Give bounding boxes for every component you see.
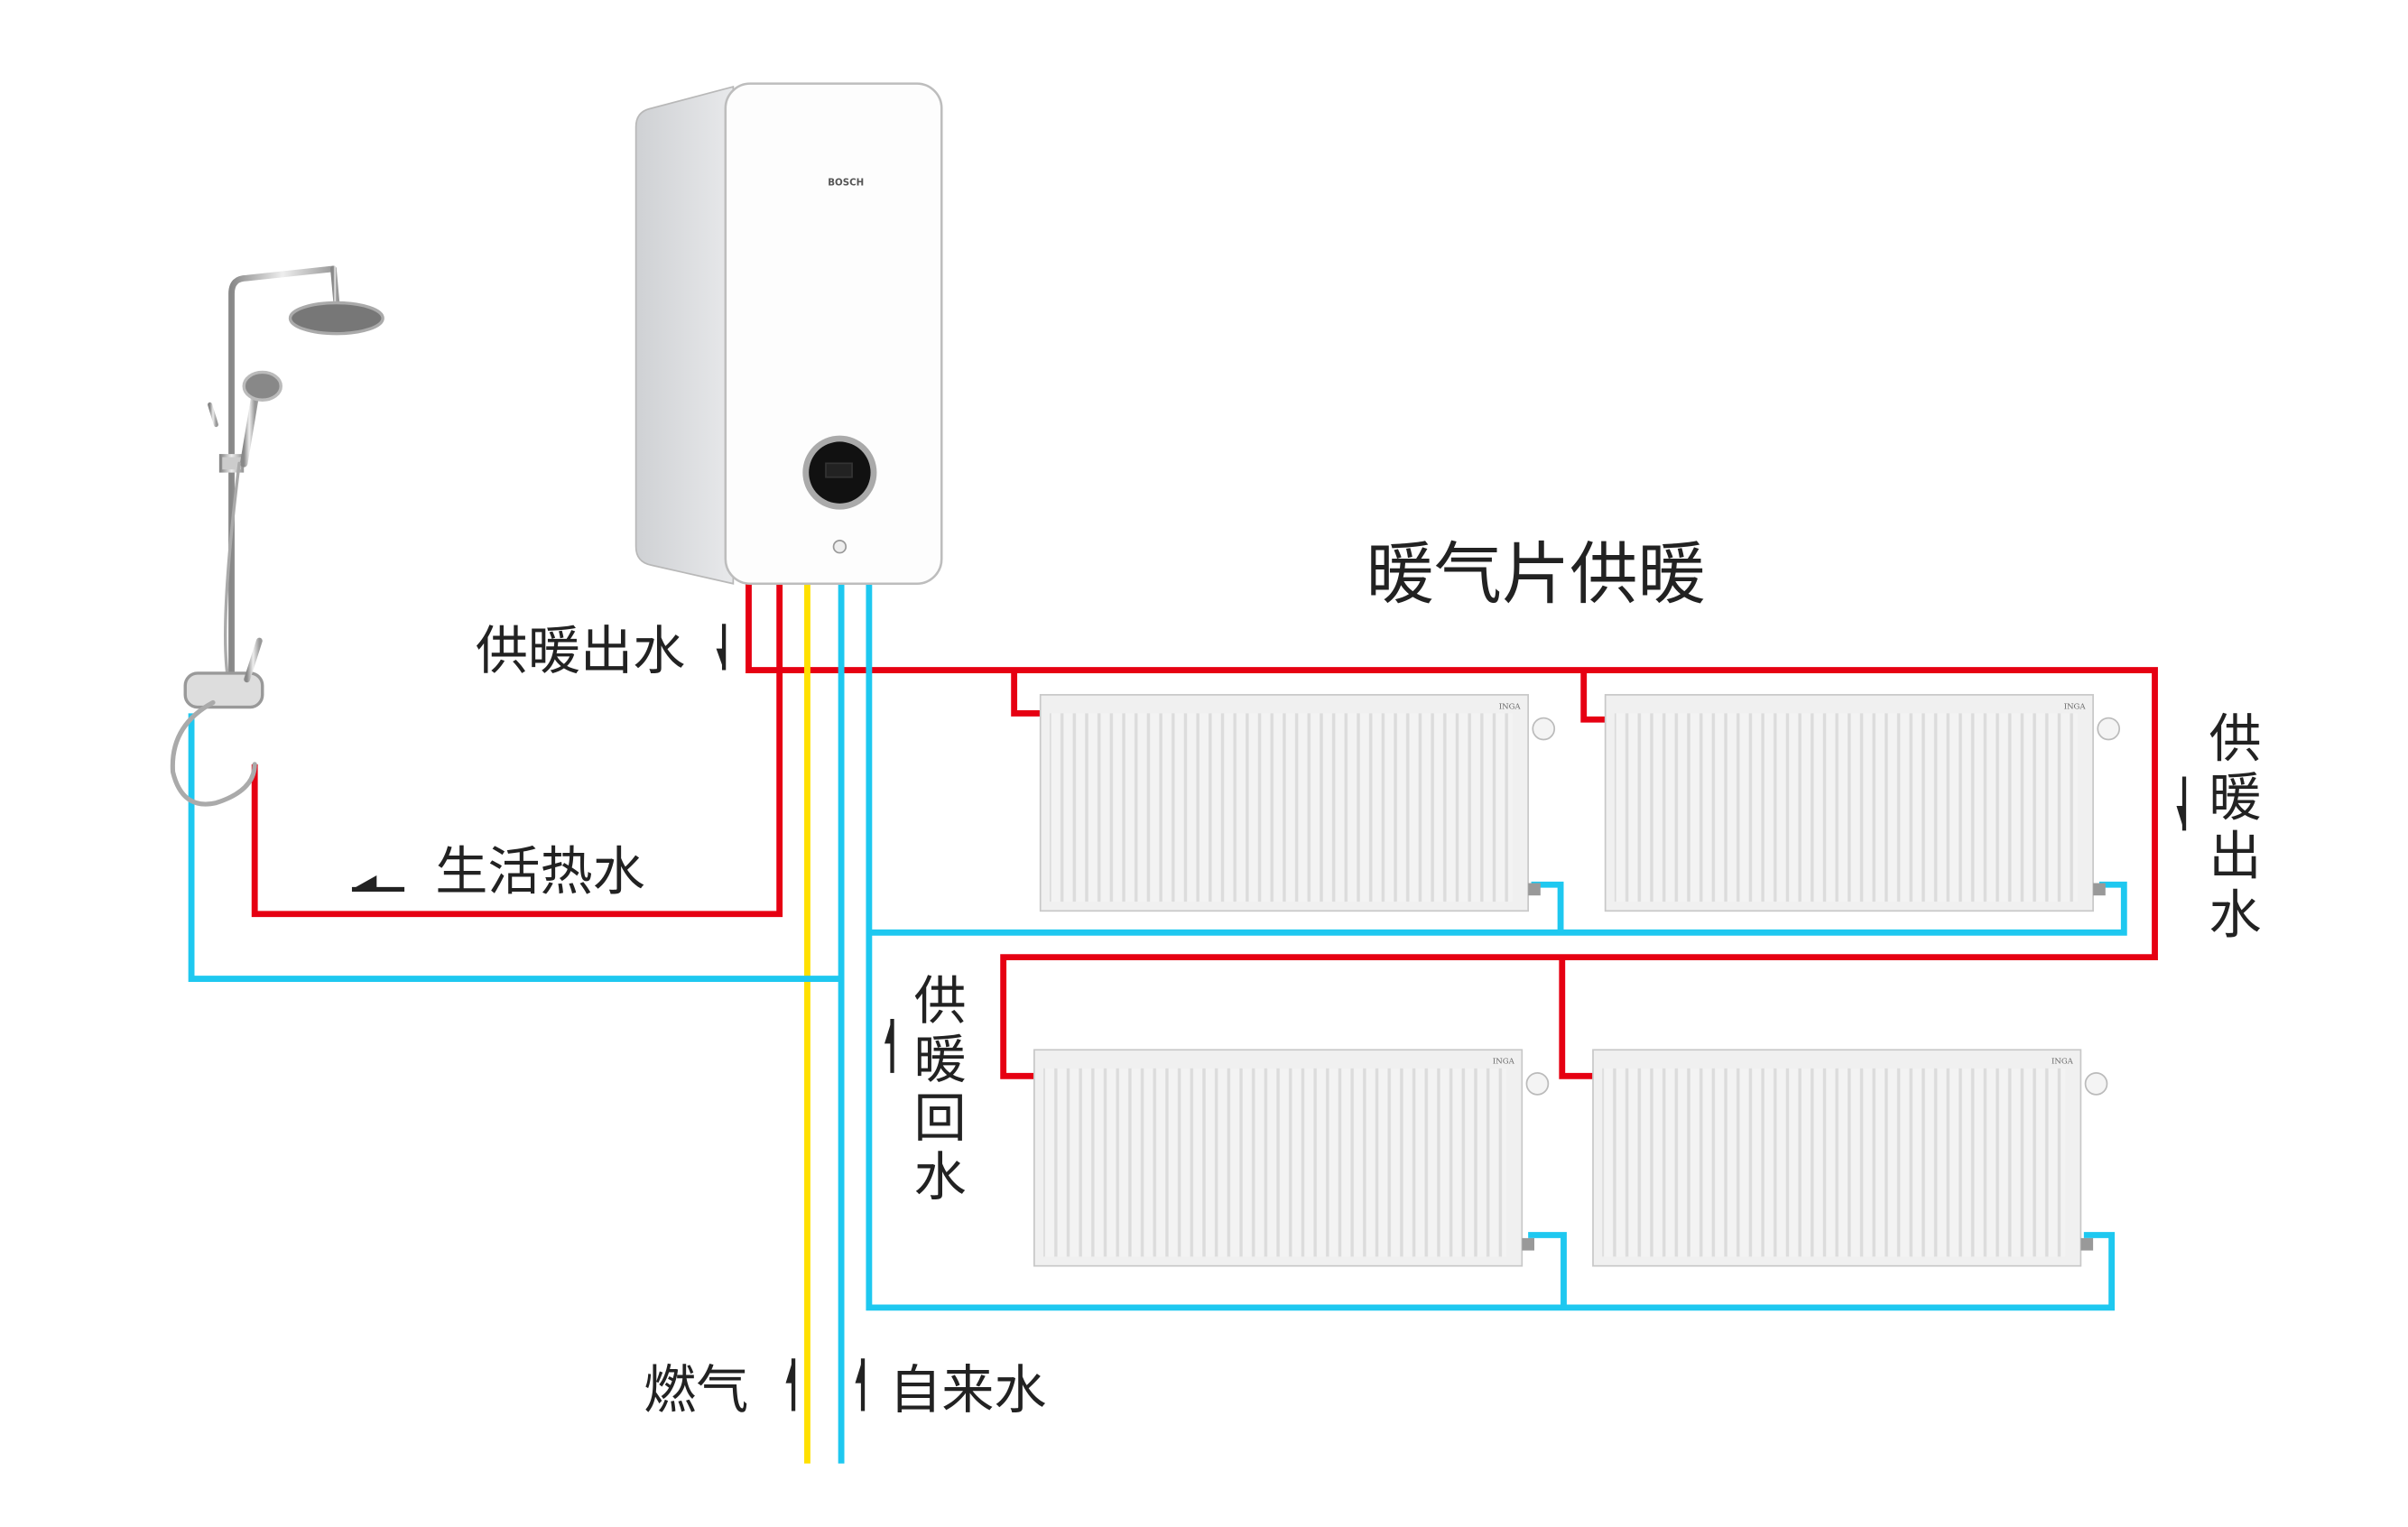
label-tap-water: 自来水 — [889, 1359, 1046, 1421]
arrow-up-icon — [855, 1358, 866, 1411]
shower-icon — [170, 265, 384, 807]
svg-text:水: 水 — [2209, 884, 2261, 945]
radiator-brand: INGA — [1499, 702, 1522, 711]
label-heating-return: 供 暖 回 水 — [913, 970, 966, 1208]
arrow-left-icon — [351, 875, 405, 892]
svg-text:暖: 暖 — [2209, 766, 2261, 828]
hot-water-pipes — [251, 583, 2158, 1079]
label-domestic-hot-water: 生活热水 — [435, 840, 645, 902]
diagram-title: 暖气片供暖 — [1366, 534, 1706, 614]
radiator-brand: INGA — [2051, 1058, 2074, 1067]
arrow-up-icon — [785, 1358, 796, 1411]
svg-text:水: 水 — [913, 1146, 966, 1208]
label-heating-supply-right: 供 暖 出 水 — [2209, 708, 2261, 945]
svg-text:暖: 暖 — [913, 1029, 966, 1090]
label-heating-supply-left: 供暖出水 — [476, 620, 686, 681]
radiator-3: INGA — [1033, 1049, 1550, 1267]
radiator-brand: INGA — [2064, 702, 2087, 711]
radiator-2: INGA — [1604, 694, 2121, 912]
arrow-up-icon — [884, 1019, 894, 1073]
svg-text:回: 回 — [913, 1087, 966, 1149]
label-gas: 燃气 — [644, 1359, 748, 1421]
radiator-4: INGA — [1592, 1049, 2108, 1267]
radiator-brand: INGA — [1493, 1058, 1515, 1067]
boiler-icon: BOSCH — [634, 82, 943, 586]
arrow-down-icon — [2176, 776, 2187, 831]
arrow-down-icon — [716, 624, 727, 671]
svg-text:供: 供 — [2209, 708, 2261, 769]
svg-text:出: 出 — [2209, 825, 2261, 886]
svg-text:供: 供 — [913, 970, 966, 1032]
radiator-1: INGA — [1039, 694, 1556, 912]
boiler-brand: BOSCH — [828, 178, 864, 189]
